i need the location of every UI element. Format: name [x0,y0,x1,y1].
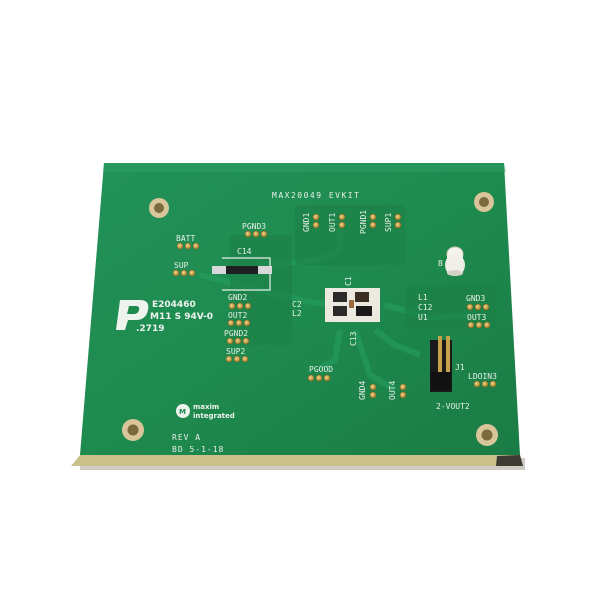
label-pgood: PGOOD [309,365,333,374]
label-sup: SUP [174,261,189,270]
label-gnd1: GND1 [302,213,311,232]
revision-label: REV A [172,433,201,442]
ground-planes [230,205,495,345]
label-c2: C2 [292,300,302,309]
label-out4: OUT4 [388,381,397,400]
board-edge [71,455,523,466]
label-out1: OUT1 [328,213,337,232]
label-batt: BATT [176,234,195,243]
brand-line-2: integrated [193,412,235,420]
label-l1: L1 [418,293,428,302]
label-c12: C12 [418,303,433,312]
label-sup2: SUP2 [226,347,245,356]
manufacturer-logo [116,300,149,330]
label-pgnd2: PGND2 [224,329,248,338]
label-u1: U1 [418,313,428,322]
jumper-header-j1 [430,336,452,392]
label-ldoin3: LDOIN3 [468,372,497,381]
label-sup1: SUP1 [384,213,393,232]
label-b: B [438,259,443,268]
label-out3: OUT3 [467,313,486,322]
svg-text:M: M [179,408,186,416]
ul-mark: E204460 [152,300,196,310]
test-pads [172,213,497,399]
led-b [445,246,465,276]
label-l2: L2 [292,309,302,318]
label-gnd2: GND2 [228,293,247,302]
capacitor-c14 [212,257,272,291]
label-gnd4: GND4 [358,381,367,400]
label-out2: OUT2 [228,311,247,320]
pcb-board [80,163,520,455]
label-pgnd3: PGND3 [242,222,266,231]
label-gnd3: GND3 [466,294,485,303]
label-j1: J1 [455,363,465,372]
board-title: MAX20049 EVKIT [272,191,360,200]
maxim-logo-icon [176,404,190,418]
bd-date-label: BD 5-1-18 [172,445,224,454]
label-pgnd1: PGND1 [359,210,368,234]
label-vout2: 2-VOUT2 [436,402,470,411]
date-code: .2719 [136,324,164,334]
board-highlight [103,163,506,172]
label-c1: C1 [344,276,353,286]
board-edge-side [496,455,523,466]
label-c14: C14 [237,247,252,256]
ic-u1-area [325,288,380,322]
mounting-holes [122,192,498,446]
rating-mark: M11 S 94V-0 [150,312,213,322]
label-c13: C13 [349,331,358,346]
brand-line-1: maxim [193,403,219,411]
